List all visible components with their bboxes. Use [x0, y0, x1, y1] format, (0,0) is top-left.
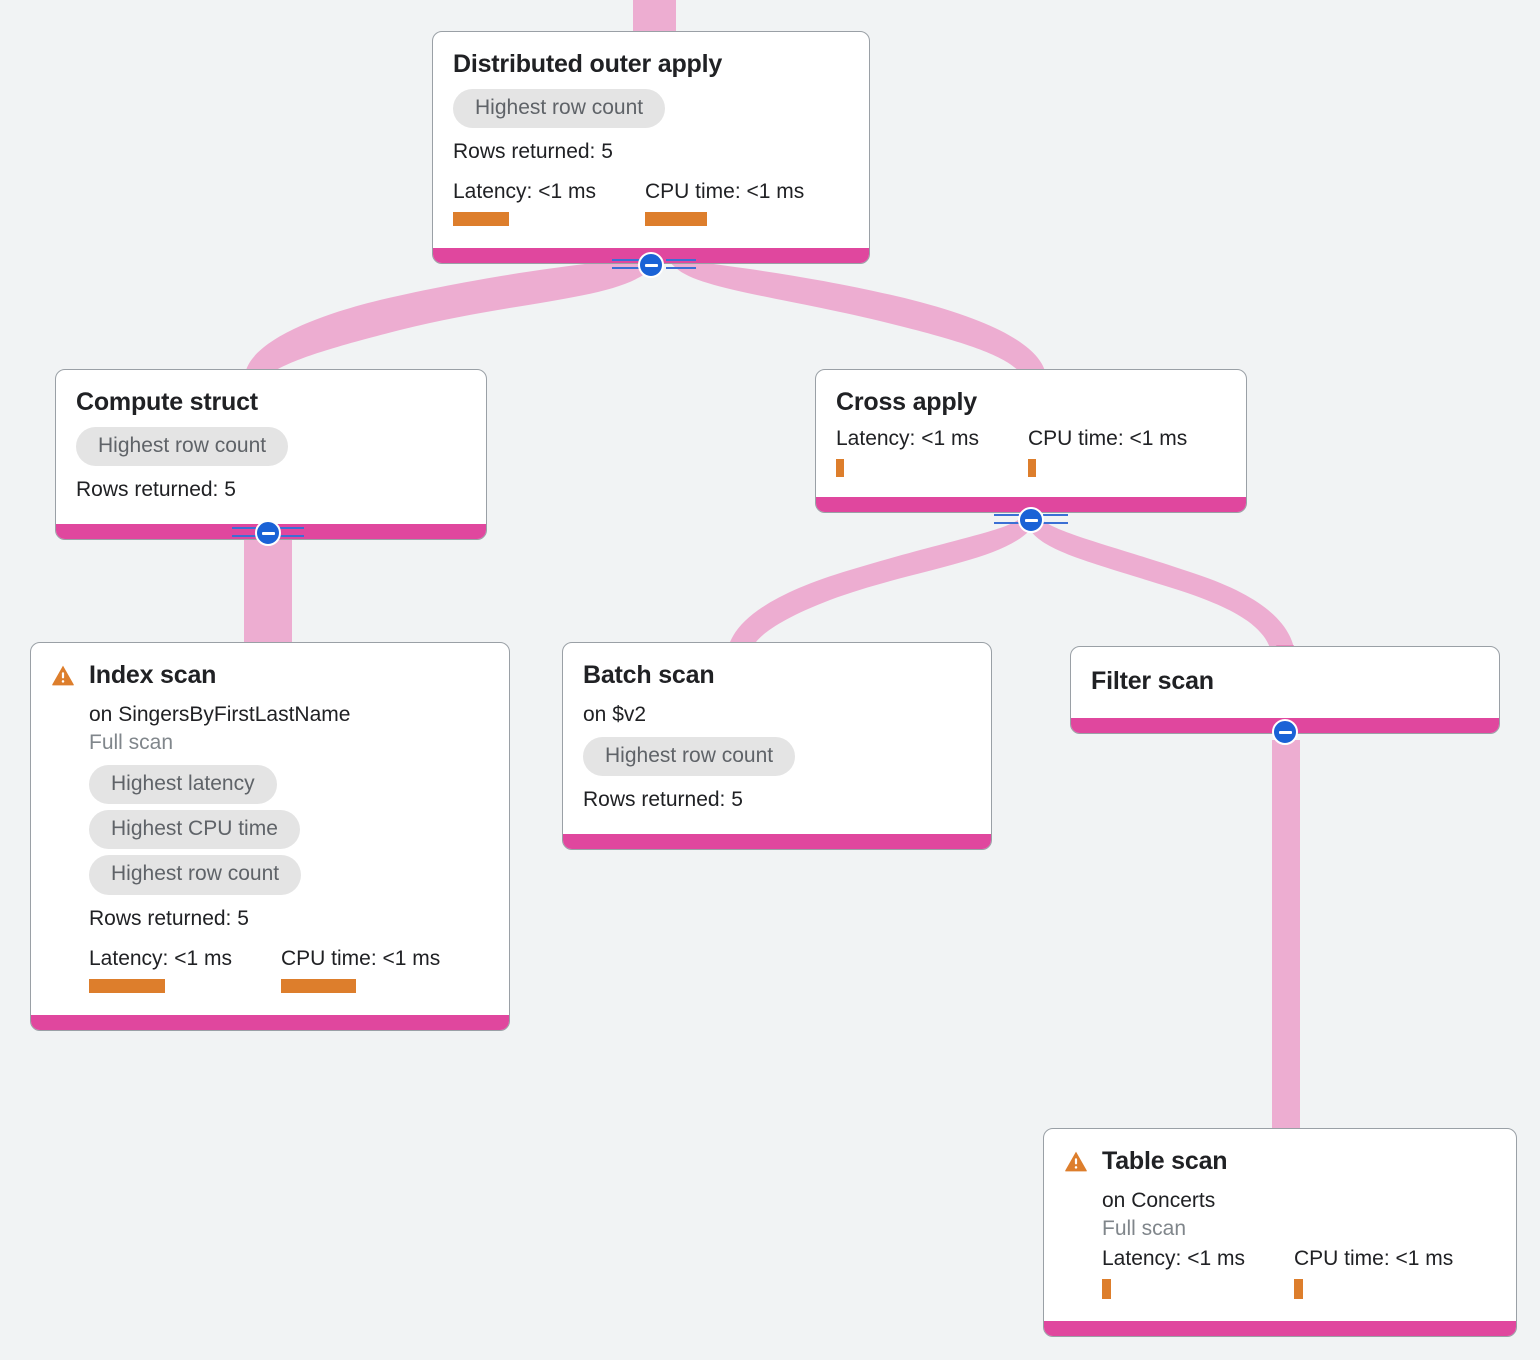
edge-offscreen-to-distributed-outer-apply	[633, 0, 676, 34]
node-title: Batch scan	[583, 661, 715, 689]
warning-triangle-icon	[1065, 1151, 1087, 1172]
metric-list: Latency: <1 ms CPU time: <1 ms	[1102, 1247, 1496, 1300]
node-subtitle: on SingersByFirstLastName	[89, 702, 351, 726]
metric-cpu-time: CPU time: <1 ms	[281, 947, 440, 993]
metric-cpu-time-label: CPU time: <1 ms	[1294, 1247, 1454, 1271]
metric-cpu-time-label: CPU time: <1 ms	[645, 179, 805, 203]
metric-cpu-time-bar	[281, 978, 356, 993]
node-body: Distributed outer apply Highest row coun…	[433, 32, 869, 248]
metric-latency-bar	[836, 458, 844, 477]
rows-returned: Rows returned: 5	[89, 906, 249, 930]
collapse-toggle-distributed-outer-apply[interactable]	[638, 252, 664, 278]
node-scan-note: Full scan	[89, 730, 174, 754]
node-scan-note: Full scan	[1102, 1216, 1187, 1240]
node-footer-bar	[563, 834, 991, 850]
title-row: Table scan	[1064, 1147, 1496, 1176]
node-title: Cross apply	[836, 388, 977, 416]
collapse-lines-compute-struct	[232, 524, 304, 542]
chip-highest-row-count[interactable]: Highest row count	[76, 426, 289, 466]
chip-highest-latency[interactable]: Highest latency	[89, 765, 277, 805]
metric-latency-label: Latency: <1 ms	[453, 179, 596, 203]
metric-cpu-time: CPU time: <1 ms	[1028, 427, 1187, 477]
node-body: Compute struct Highest row count Rows re…	[56, 370, 486, 524]
title-row: Filter scan	[1091, 667, 1479, 696]
edge-distributed-outer-apply-to-compute-struct	[245, 258, 652, 375]
chip-list: Highest latency Highest CPU time Highest…	[89, 765, 489, 895]
chip-list: Highest row count	[76, 426, 466, 466]
collapse-toggle-filter-scan[interactable]	[1272, 719, 1298, 745]
edge-cross-apply-to-filter-scan	[1030, 520, 1294, 648]
node-body: Table scan on Concerts Full scan Latency…	[1044, 1129, 1516, 1321]
node-compute-struct[interactable]: Compute struct Highest row count Rows re…	[55, 369, 487, 540]
edge-distributed-outer-apply-to-cross-apply	[665, 258, 1046, 375]
collapse-lines-cross-apply	[994, 511, 1068, 529]
node-subtitle: on $v2	[583, 702, 647, 726]
metric-cpu-time-label: CPU time: <1 ms	[281, 946, 441, 970]
metric-latency-label: Latency: <1 ms	[1102, 1247, 1245, 1271]
node-title: Compute struct	[76, 388, 258, 416]
rows-returned: Rows returned: 5	[76, 477, 236, 501]
node-title: Index scan	[89, 661, 217, 689]
title-row: Batch scan	[583, 661, 971, 690]
node-body: Batch scan on $v2 Highest row count Rows…	[563, 643, 991, 834]
chip-highest-row-count[interactable]: Highest row count	[453, 88, 666, 128]
chip-highest-cpu-time[interactable]: Highest CPU time	[89, 810, 300, 850]
metric-latency-bar	[453, 211, 509, 226]
node-footer-bar	[31, 1014, 509, 1030]
node-distributed-outer-apply[interactable]: Distributed outer apply Highest row coun…	[432, 31, 870, 264]
node-table-scan[interactable]: Table scan on Concerts Full scan Latency…	[1043, 1128, 1517, 1338]
metric-cpu-time: CPU time: <1 ms	[645, 180, 804, 226]
node-footer-bar	[816, 496, 1246, 512]
node-subtitle: on Concerts	[1102, 1188, 1216, 1212]
metric-cpu-time: CPU time: <1 ms	[1294, 1247, 1454, 1300]
title-row: Index scan	[51, 661, 489, 690]
node-detail-group: on SingersByFirstLastName Full scan High…	[51, 702, 489, 993]
edge-cross-apply-to-batch-scan	[728, 520, 1030, 648]
metric-latency: Latency: <1 ms	[1102, 1247, 1294, 1300]
node-footer-bar	[1044, 1321, 1516, 1337]
metric-latency: Latency: <1 ms	[453, 180, 645, 226]
collapse-toggle-cross-apply[interactable]	[1018, 507, 1044, 533]
node-detail-group: on Concerts Full scan Latency: <1 ms CPU…	[1064, 1188, 1496, 1300]
node-cross-apply[interactable]: Cross apply Latency: <1 ms CPU time: <1 …	[815, 369, 1247, 513]
chip-list: Highest row count	[453, 88, 849, 128]
node-batch-scan[interactable]: Batch scan on $v2 Highest row count Rows…	[562, 642, 992, 851]
metric-latency-bar	[1102, 1279, 1111, 1300]
title-row: Compute struct	[76, 388, 466, 417]
metric-latency-bar	[89, 978, 165, 993]
node-title: Table scan	[1102, 1147, 1228, 1175]
metric-latency-label: Latency: <1 ms	[836, 426, 979, 450]
node-title: Filter scan	[1091, 667, 1214, 695]
chip-highest-row-count[interactable]: Highest row count	[89, 855, 302, 895]
collapse-toggle-compute-struct[interactable]	[255, 520, 281, 546]
metric-list: Latency: <1 ms CPU time: <1 ms	[89, 947, 489, 993]
node-index-scan[interactable]: Index scan on SingersByFirstLastName Ful…	[30, 642, 510, 1031]
chip-list: Highest row count	[583, 736, 971, 777]
metric-list: Latency: <1 ms CPU time: <1 ms	[453, 180, 849, 226]
node-body: Filter scan	[1071, 647, 1499, 718]
chip-highest-row-count[interactable]: Highest row count	[583, 736, 796, 777]
node-title: Distributed outer apply	[453, 50, 723, 78]
metric-cpu-time-bar	[1028, 458, 1036, 477]
metric-latency: Latency: <1 ms	[836, 427, 1028, 477]
rows-returned: Rows returned: 5	[583, 788, 743, 812]
metric-list: Latency: <1 ms CPU time: <1 ms	[836, 427, 1226, 477]
title-row: Distributed outer apply	[453, 50, 849, 79]
metric-cpu-time-bar	[1294, 1279, 1303, 1300]
warning-triangle-icon	[52, 665, 74, 686]
metric-latency: Latency: <1 ms	[89, 947, 281, 993]
metric-cpu-time-bar	[645, 211, 707, 226]
node-body: Cross apply Latency: <1 ms CPU time: <1 …	[816, 370, 1246, 497]
collapse-lines-distributed-outer-apply	[612, 256, 696, 274]
metric-cpu-time-label: CPU time: <1 ms	[1028, 426, 1188, 450]
metric-latency-label: Latency: <1 ms	[89, 946, 232, 970]
node-body: Index scan on SingersByFirstLastName Ful…	[31, 643, 509, 1015]
edge-filter-scan-to-table-scan	[1272, 740, 1300, 1135]
title-row: Cross apply	[836, 388, 1226, 417]
edge-compute-struct-to-index-scan	[244, 537, 292, 648]
rows-returned: Rows returned: 5	[453, 139, 613, 163]
